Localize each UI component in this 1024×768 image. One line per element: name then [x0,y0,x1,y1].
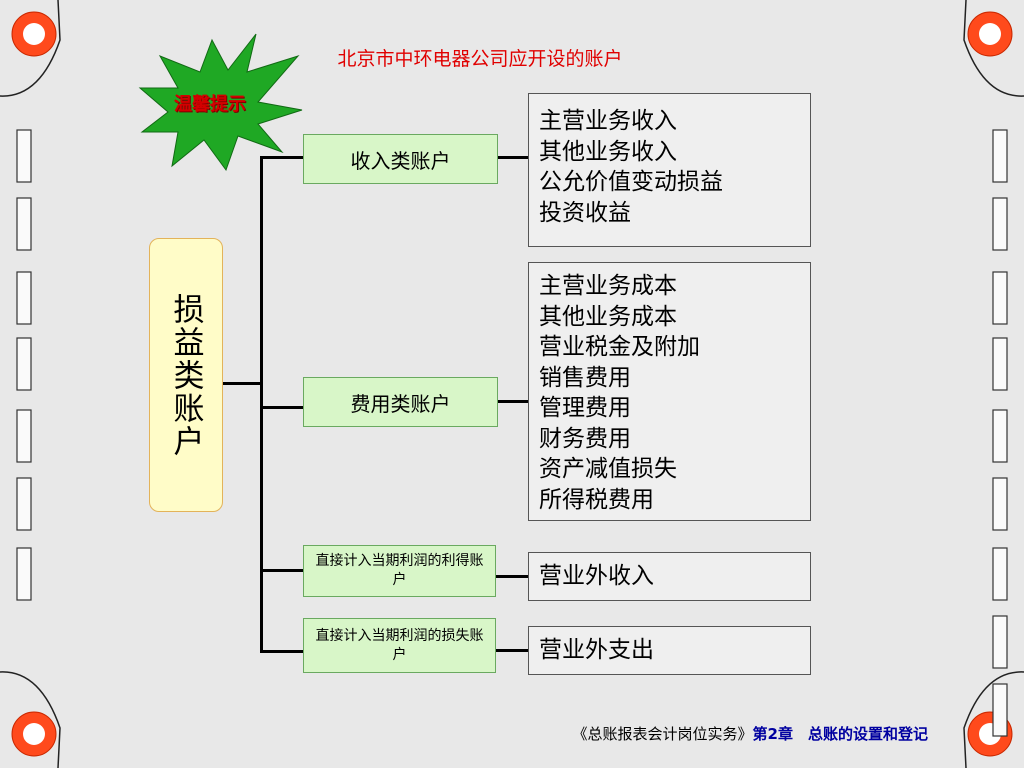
footer-book-title: 《总账报表会计岗位实务》 [572,725,753,743]
category-expense-label: 费用类账户 [350,391,451,416]
gain-accounts-list: 营业外收入 [528,552,811,601]
list-item: 管理费用 [539,395,631,421]
list-item: 公允价值变动损益 [539,169,723,195]
ring-icon-top-left [11,11,57,57]
category-income-label: 收入类账户 [350,148,451,173]
list-item: 营业外支出 [539,637,654,664]
list-item: 主营业务成本 [539,273,677,299]
root-account-box: 损益类账户 [149,238,223,512]
income-accounts-list: 主营业务收入 其他业务收入 公允价值变动损益 投资收益 [528,93,811,247]
list-item: 财务费用 [539,425,631,452]
category-expense-box: 费用类账户 [303,377,498,427]
loss-accounts-list: 营业外支出 [528,626,811,675]
list-item: 营业税金及附加 [539,334,700,360]
category-gain-box: 直接计入当期利润的利得账户 [303,545,496,597]
page-title: 北京市中环电器公司应开设的账户 [337,48,623,70]
expense-accounts-list: 主营业务成本 其他业务成本 营业税金及附加 销售费用 管理费用 财务费用 资产减… [528,262,811,521]
list-item: 营业外收入 [539,563,654,590]
list-item: 投资收益 [539,199,631,226]
ring-icon-bottom-left [11,711,57,757]
category-income-box: 收入类账户 [303,134,498,184]
category-loss-box: 直接计入当期利润的损失账户 [303,618,496,673]
tip-burst-label: 温馨提示 [174,94,246,115]
list-item: 主营业务收入 [539,108,677,134]
root-account-label: 损益类账户 [167,292,204,458]
list-item: 资产减值损失 [539,456,677,482]
list-item: 其他业务收入 [539,138,677,165]
list-item: 所得税费用 [539,486,654,513]
footer-chapter: 第2章 总账的设置和登记 [752,725,928,743]
list-item: 销售费用 [539,364,631,391]
list-item: 其他业务成本 [539,303,677,330]
ring-icon-top-right [967,11,1013,57]
category-gain-label: 直接计入当期利润的利得账户 [315,553,484,588]
footer: 《总账报表会计岗位实务》第2章 总账的设置和登记 [573,723,928,744]
category-loss-label: 直接计入当期利润的损失账户 [315,627,484,663]
